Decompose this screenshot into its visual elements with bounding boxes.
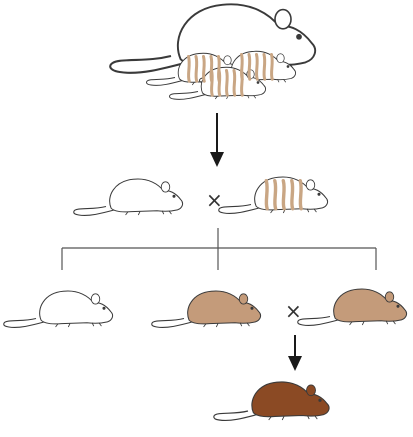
offspring-bracket xyxy=(62,228,376,270)
stripe xyxy=(242,71,243,96)
stripe xyxy=(264,55,265,80)
offspring-rat-white xyxy=(4,291,113,327)
offspring-rat-tan-1 xyxy=(152,291,261,327)
stripe xyxy=(266,181,267,209)
arrow-down-1 xyxy=(210,113,224,167)
stripe xyxy=(219,71,220,96)
cross-1: × xyxy=(74,177,328,215)
stripe xyxy=(227,71,228,96)
stripe xyxy=(189,57,190,82)
stripe xyxy=(257,55,258,80)
arrow-down-2 xyxy=(288,335,302,371)
stripe xyxy=(275,181,276,209)
cross-1-rat-white xyxy=(74,179,183,215)
stripe xyxy=(292,181,293,209)
cross-1-rat-banded xyxy=(219,177,328,213)
final-offspring-rat-brown xyxy=(214,382,329,421)
stripe xyxy=(196,57,197,82)
stripe xyxy=(272,55,273,80)
stripe xyxy=(234,71,235,96)
offspring-row: × xyxy=(4,289,407,327)
stripe xyxy=(204,57,205,82)
stripe xyxy=(283,181,284,209)
offspring-rat-tan-2 xyxy=(298,289,407,325)
stripe xyxy=(249,55,250,80)
stripe xyxy=(300,181,301,209)
stripe xyxy=(212,71,213,96)
